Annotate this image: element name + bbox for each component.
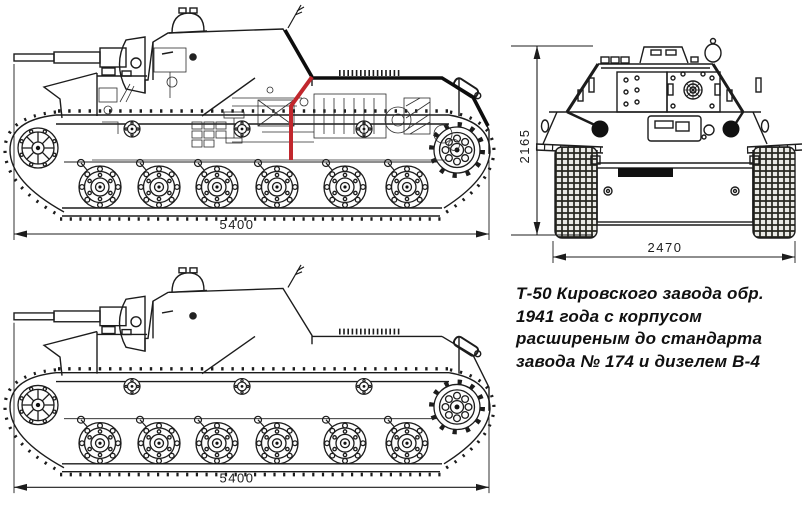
length-dimension-top: 5400 bbox=[13, 64, 490, 240]
caption-line-1: Т-50 Кировского завода обр. bbox=[516, 284, 764, 303]
cutaway-interior bbox=[92, 47, 460, 161]
hull-widening-highlight-red bbox=[289, 75, 314, 160]
turret-front bbox=[565, 63, 762, 113]
caption-line-2: 1941 года с корпусом bbox=[516, 306, 703, 326]
tracks-front bbox=[554, 146, 796, 239]
turret-roof-fittings bbox=[600, 37, 722, 64]
modified-hull-outline bbox=[283, 29, 490, 127]
length-label-bottom: 5400 bbox=[220, 471, 255, 486]
side-cutaway-view: 5400 bbox=[2, 2, 502, 240]
length-label-top: 5400 bbox=[220, 217, 255, 232]
height-label: 2165 bbox=[517, 129, 532, 164]
lower-hull-plate bbox=[590, 150, 760, 226]
caption-block: Т-50 Кировского завода обр. 1941 года с … bbox=[516, 283, 808, 373]
tow-bar bbox=[618, 168, 673, 177]
width-dimension: 2470 bbox=[552, 240, 796, 263]
fan-rosette bbox=[683, 80, 703, 100]
width-label: 2470 bbox=[648, 240, 683, 255]
height-dimension: 2165 bbox=[511, 45, 593, 236]
caption-line-4: завода № 174 и дизелем В-4 bbox=[516, 351, 761, 371]
side-profile-view: 5400 bbox=[2, 262, 502, 494]
front-view: 2165 2470 bbox=[511, 37, 803, 263]
hull-front bbox=[540, 110, 770, 145]
length-dimension-bottom: 5400 bbox=[13, 322, 490, 494]
headlight-left bbox=[591, 120, 609, 138]
caption-line-3: расширеным до стандарта bbox=[516, 329, 763, 348]
headlight-right bbox=[722, 120, 740, 138]
